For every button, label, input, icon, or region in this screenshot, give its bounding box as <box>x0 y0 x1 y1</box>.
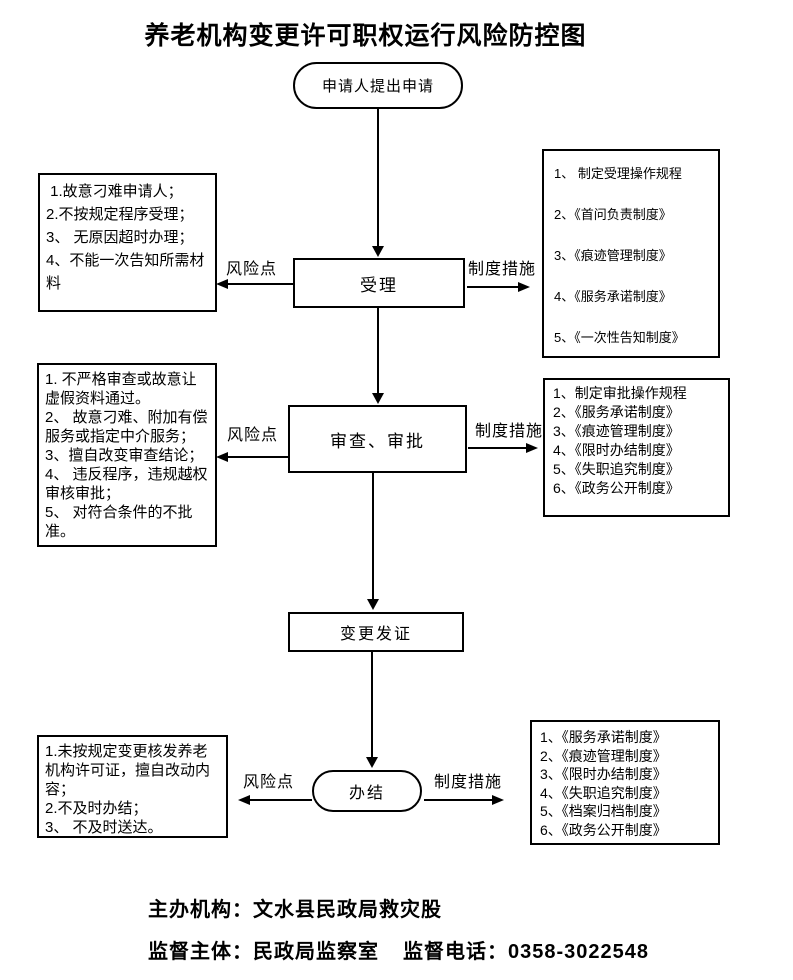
flow-node-accept: 受理 <box>293 258 465 308</box>
measure-item: 4、《服务承诺制度》 <box>554 289 672 304</box>
measure-item: 5、《失职追究制度》 <box>553 461 680 477</box>
arrowhead-left-icon <box>216 279 228 289</box>
arrowhead-down-icon <box>371 246 384 257</box>
flow-node-start-label: 申请人提出申请 <box>321 78 434 95</box>
risk-box-review: 1. 不严格审查或故意让虚假资料通过。 2、 故意刁难、附加有偿服务或指定中介服… <box>37 363 217 547</box>
arrowhead-right-icon <box>526 443 538 453</box>
arrowhead-down-icon <box>365 757 378 768</box>
measure-item: 5、《一次性告知制度》 <box>554 330 685 345</box>
footer-organizer: 主办机构：文水县民政局救灾股 <box>148 899 442 921</box>
arrow-start-to-accept <box>377 109 379 247</box>
arrow-review-to-risk <box>228 456 288 458</box>
flow-node-review-label: 审查、审批 <box>330 431 425 451</box>
arrowhead-right-icon <box>492 795 504 805</box>
risk-item: 1.故意刁难申请人； <box>46 183 183 200</box>
measure-item: 3、《痕迹管理制度》 <box>553 423 680 439</box>
risk-item: 2.不按规定程序受理； <box>46 206 194 223</box>
measure-box-finish: 1、《服务承诺制度》 2、《痕迹管理制度》 3、《限时办结制度》 4、《失职追究… <box>530 720 720 845</box>
footer-supervision: 监督主体：民政局监察室 监督电话：0358-3022548 <box>148 935 649 964</box>
measure-item: 4、《失职追究制度》 <box>540 784 667 801</box>
measure-box-review: 1、制定审批操作规程 2、《服务承诺制度》 3、《痕迹管理制度》 4、《限时办结… <box>543 378 730 517</box>
footer-supervisor: 监督主体：民政局监察室 <box>148 941 379 963</box>
risk-item: 4、 违反程序，违规越权审核审批； <box>45 466 208 502</box>
risk-arrow-label-3: 风险点 <box>243 774 295 791</box>
measure-item: 6、《政务公开制度》 <box>540 821 667 838</box>
risk-item: 1.未按规定变更核发养老机构许可证，擅自改动内容； <box>45 743 211 798</box>
flow-node-finish-label: 办结 <box>348 785 385 802</box>
measure-item: 1、制定审批操作规程 <box>553 385 687 401</box>
flow-node-issue-label: 变更发证 <box>339 626 412 643</box>
flow-node-accept-label: 受理 <box>360 275 398 295</box>
arrowhead-down-icon <box>366 599 379 610</box>
risk-item: 1. 不严格审查或故意让虚假资料通过。 <box>45 371 197 407</box>
measure-arrow-label-1: 制度措施 <box>468 261 537 278</box>
arrow-finish-to-risk <box>250 799 312 801</box>
risk-arrow-label-2: 风险点 <box>227 427 279 444</box>
arrow-review-to-measure <box>468 447 527 449</box>
risk-box-finish: 1.未按规定变更核发养老机构许可证，擅自改动内容； 2.不及时办结； 3、 不及… <box>37 735 228 838</box>
risk-item: 3、擅自改变审查结论； <box>45 447 204 464</box>
arrow-accept-to-risk <box>228 283 293 285</box>
arrow-accept-to-measure <box>467 286 519 288</box>
arrow-finish-to-measure <box>424 799 493 801</box>
risk-item: 2.不及时办结； <box>45 800 148 817</box>
arrow-accept-to-review <box>377 308 379 395</box>
flow-node-start: 申请人提出申请 <box>293 62 463 109</box>
measure-item: 3、《痕迹管理制度》 <box>554 248 672 263</box>
footer-phone: 监督电话：0358-3022548 <box>403 941 650 963</box>
risk-item: 4、不能一次告知所需材料 <box>46 252 205 292</box>
measure-box-accept: 1、 制定受理操作规程 2、《首问负责制度》 3、《痕迹管理制度》 4、《服务承… <box>542 149 720 358</box>
measure-arrow-label-3: 制度措施 <box>434 774 503 791</box>
arrow-review-to-issue <box>372 473 374 600</box>
arrowhead-left-icon <box>238 795 250 805</box>
risk-item: 2、 故意刁难、附加有偿服务或指定中介服务； <box>45 409 208 445</box>
risk-item: 3、 不及时送达。 <box>45 819 163 836</box>
flow-node-review: 审查、审批 <box>288 405 467 473</box>
measure-item: 4、《限时办结制度》 <box>553 442 680 458</box>
risk-item: 5、 对符合条件的不批准。 <box>45 504 193 540</box>
arrowhead-down-icon <box>371 393 384 404</box>
measure-item: 1、《服务承诺制度》 <box>540 729 667 745</box>
measure-arrow-label-2: 制度措施 <box>475 423 544 440</box>
page-title: 养老机构变更许可职权运行风险防控图 <box>144 22 587 50</box>
flow-node-issue: 变更发证 <box>288 612 464 652</box>
arrow-issue-to-finish <box>371 652 373 758</box>
measure-item: 2、《服务承诺制度》 <box>553 404 680 420</box>
measure-item: 3、《限时办结制度》 <box>540 766 667 782</box>
arrowhead-right-icon <box>518 282 530 292</box>
risk-box-accept: 1.故意刁难申请人； 2.不按规定程序受理； 3、 无原因超时办理； 4、不能一… <box>38 173 217 312</box>
measure-item: 1、 制定受理操作规程 <box>554 166 682 181</box>
flow-node-finish: 办结 <box>312 770 422 812</box>
measure-item: 2、《首问负责制度》 <box>554 207 672 222</box>
arrowhead-left-icon <box>216 452 228 462</box>
measure-item: 5、《档案归档制度》 <box>540 803 667 819</box>
measure-item: 6、《政务公开制度》 <box>553 480 680 496</box>
measure-item: 2、《痕迹管理制度》 <box>540 747 667 764</box>
risk-arrow-label-1: 风险点 <box>226 261 278 278</box>
risk-item: 3、 无原因超时办理； <box>46 229 194 246</box>
